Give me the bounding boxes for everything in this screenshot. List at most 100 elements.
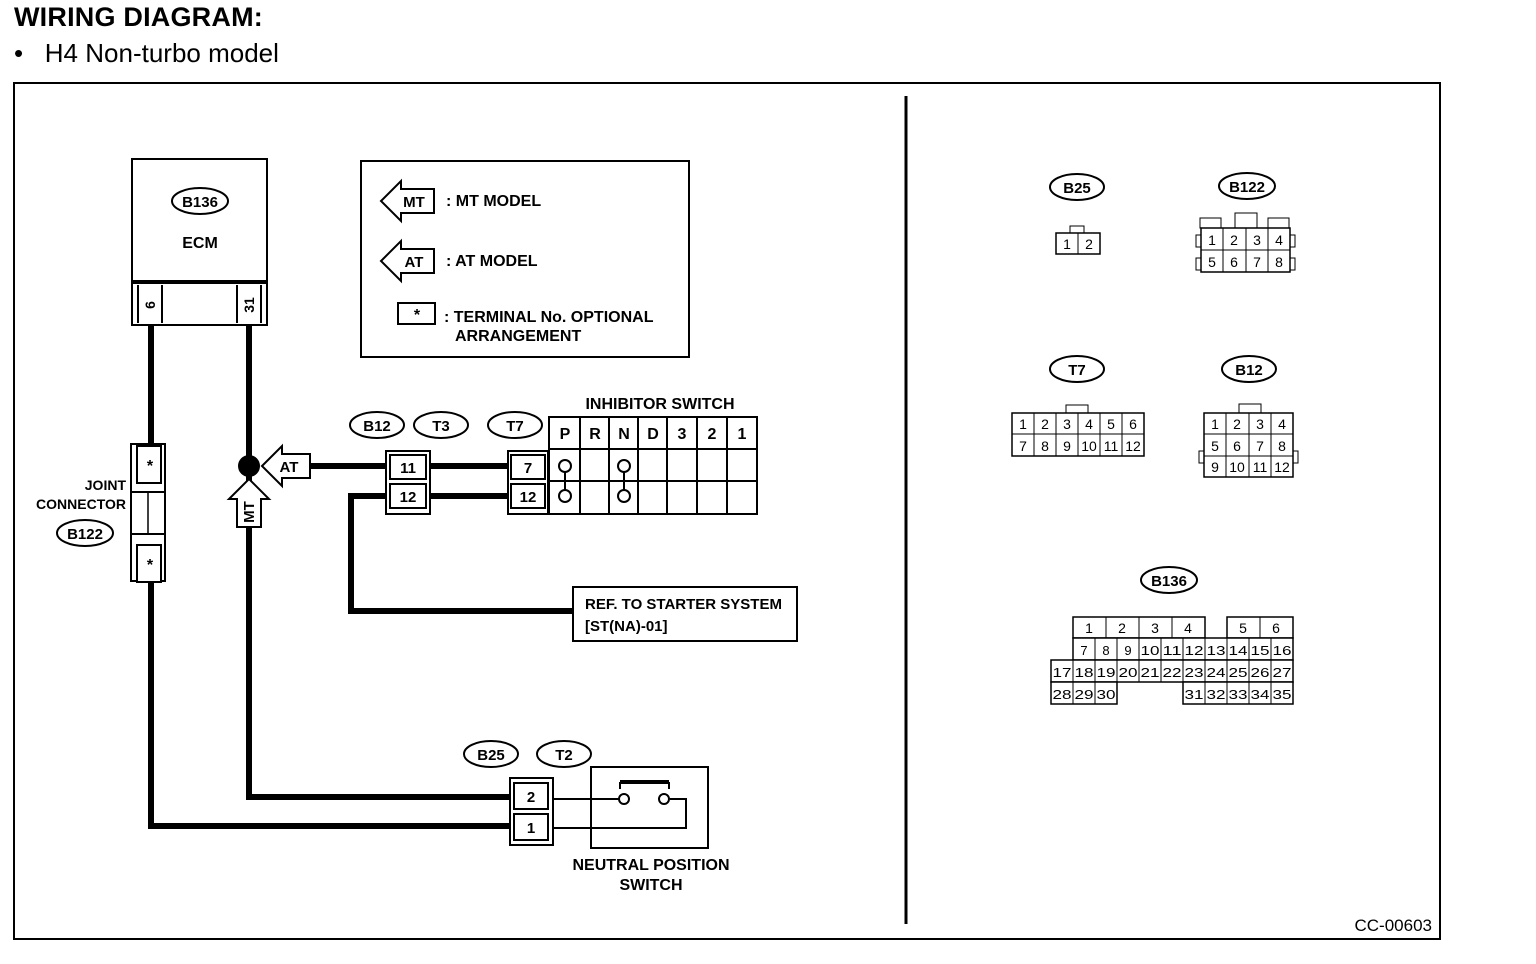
joint-connector-name: B122 xyxy=(67,526,103,543)
at-legend-label: : AT MODEL xyxy=(446,253,538,270)
terminal-legend-line2: ARRANGEMENT xyxy=(455,328,581,345)
b12-view-pin: 5 xyxy=(1211,438,1219,454)
position-p: P xyxy=(560,426,571,443)
ecm-label: ECM xyxy=(182,235,218,252)
t7-view-pin: 8 xyxy=(1041,438,1049,454)
b136-view-pin: 31 xyxy=(1185,687,1204,702)
mt-branch-arrow-icon xyxy=(226,477,272,528)
b136-view-pin: 24 xyxy=(1207,665,1226,680)
neutral-pin-2: 2 xyxy=(527,789,535,806)
inhibitor-table: P R N D 3 2 1 xyxy=(548,416,758,515)
b122-view-pin: 5 xyxy=(1208,254,1216,270)
ecm-pin-31: 31 xyxy=(241,297,257,313)
b136-view-pin: 26 xyxy=(1251,665,1270,680)
continuity-p-icon xyxy=(558,459,572,503)
connector-view-b122: B122 1 2 3 4 5 6 7 8 xyxy=(1195,172,1296,273)
continuity-n-icon xyxy=(617,459,631,503)
b122-view-pin: 1 xyxy=(1208,232,1216,248)
t7-view-pin: 7 xyxy=(1019,438,1027,454)
neutral-label-line1: NEUTRAL POSITION xyxy=(572,857,729,874)
b12-view-pin: 10 xyxy=(1229,459,1245,475)
ecm-pin-6: 6 xyxy=(142,301,158,309)
b136-view-pin: 16 xyxy=(1273,643,1292,658)
b122-view-pin: 7 xyxy=(1253,254,1261,270)
b122-view-pin: 2 xyxy=(1230,232,1238,248)
inhibitor-title: INHIBITOR SWITCH xyxy=(585,396,734,413)
mt-legend-label: : MT MODEL xyxy=(446,193,541,210)
wire-b12-12-ref xyxy=(348,493,573,614)
position-r: R xyxy=(589,426,601,443)
b136-view-pin: 3 xyxy=(1151,620,1159,636)
ref-box: REF. TO STARTER SYSTEM [ST(NA)-01] xyxy=(572,586,798,642)
b136-view-pin: 14 xyxy=(1229,643,1248,658)
b136-view-pin: 7 xyxy=(1080,643,1087,658)
b136-view-pin: 6 xyxy=(1272,620,1280,636)
t7-view-pin: 10 xyxy=(1081,438,1097,454)
terminal-legend-box xyxy=(397,302,436,325)
at-legend-arrow-icon xyxy=(379,238,435,284)
b136-view-pin: 17 xyxy=(1053,665,1072,680)
b12-view-pin: 12 xyxy=(1274,459,1290,475)
t7-view-pin: 4 xyxy=(1085,416,1093,432)
b12-view-pin: 9 xyxy=(1211,459,1219,475)
wire-joint-neutral1 xyxy=(148,583,512,829)
b136-view-name: B136 xyxy=(1151,573,1187,590)
ecm: B136 ECM 6 31 xyxy=(131,158,268,326)
b136-view-pin: 28 xyxy=(1053,687,1072,702)
t7-view-pin: 5 xyxy=(1107,416,1115,432)
position-3: 3 xyxy=(678,426,687,443)
junction-dot xyxy=(238,455,260,477)
b136-view-pin: 10 xyxy=(1141,643,1160,658)
b12-view-pin: 6 xyxy=(1233,438,1241,454)
neutral-pin-1: 1 xyxy=(527,820,535,837)
b25-view-pin: 2 xyxy=(1085,236,1093,252)
position-n: N xyxy=(618,426,630,443)
ecm-connector-tag xyxy=(171,187,229,215)
b12-view-pin: 2 xyxy=(1233,416,1241,432)
b136-view-pin: 18 xyxy=(1075,665,1094,680)
joint-pin-bottom: * xyxy=(147,557,154,574)
t7-view-pin: 9 xyxy=(1063,438,1071,454)
subtitle-text: H4 Non-turbo model xyxy=(44,38,279,68)
b136-view-pin: 34 xyxy=(1251,687,1270,702)
t7-pin-12: 12 xyxy=(520,489,537,506)
b136-view-pin: 21 xyxy=(1141,665,1160,680)
b122-view-pin: 6 xyxy=(1230,254,1238,270)
mt-legend-tag: MT xyxy=(403,194,425,211)
b136-view-pin: 35 xyxy=(1273,687,1292,702)
inhibitor-conn-t3: T3 xyxy=(432,418,450,435)
b122-view-pin: 3 xyxy=(1253,232,1261,248)
terminal-legend-line1: : TERMINAL No. OPTIONAL xyxy=(444,309,654,326)
ref-line1: REF. TO STARTER SYSTEM xyxy=(585,596,782,613)
b136-view-pin: 19 xyxy=(1097,665,1116,680)
b136-view-pin: 4 xyxy=(1184,620,1192,636)
b136-view-pin: 23 xyxy=(1185,665,1204,680)
b136-view-pin: 33 xyxy=(1229,687,1248,702)
t7-view-pin: 11 xyxy=(1104,438,1119,454)
joint-label-line2: CONNECTOR xyxy=(36,496,126,512)
b136-view-pin: 9 xyxy=(1124,643,1131,658)
joint-connector: * * JOINT CONNECTOR B122 xyxy=(36,443,166,583)
mt-legend-arrow-icon xyxy=(379,178,435,224)
ecm-connector-name: B136 xyxy=(182,194,218,211)
b136-view-pin: 27 xyxy=(1273,665,1292,680)
wires xyxy=(148,325,573,829)
b136-view-pin: 15 xyxy=(1251,643,1270,658)
figure-code: CC-00603 xyxy=(1355,916,1433,935)
wire-ecm31-neutral2 xyxy=(246,325,512,800)
b122-view-pin: 8 xyxy=(1275,254,1283,270)
b136-view-pin: 20 xyxy=(1119,665,1138,680)
b12-view-pin: 4 xyxy=(1278,416,1286,432)
b136-view-pin: 29 xyxy=(1075,687,1094,702)
joint-connector-tag xyxy=(56,519,114,547)
at-branch-arrow-icon xyxy=(260,443,311,489)
b12-pin-12: 12 xyxy=(400,489,417,506)
neutral-label-line2: SWITCH xyxy=(619,877,682,894)
b25-view-name: B25 xyxy=(1063,180,1091,197)
b136-view-pin: 25 xyxy=(1229,665,1248,680)
neutral-conn-b25: B25 xyxy=(477,747,505,764)
t7-pin-7: 7 xyxy=(524,460,532,477)
b12-pin-11: 11 xyxy=(400,460,416,477)
at-branch-tag: AT xyxy=(280,459,299,476)
b12-view-pin: 7 xyxy=(1256,438,1264,454)
